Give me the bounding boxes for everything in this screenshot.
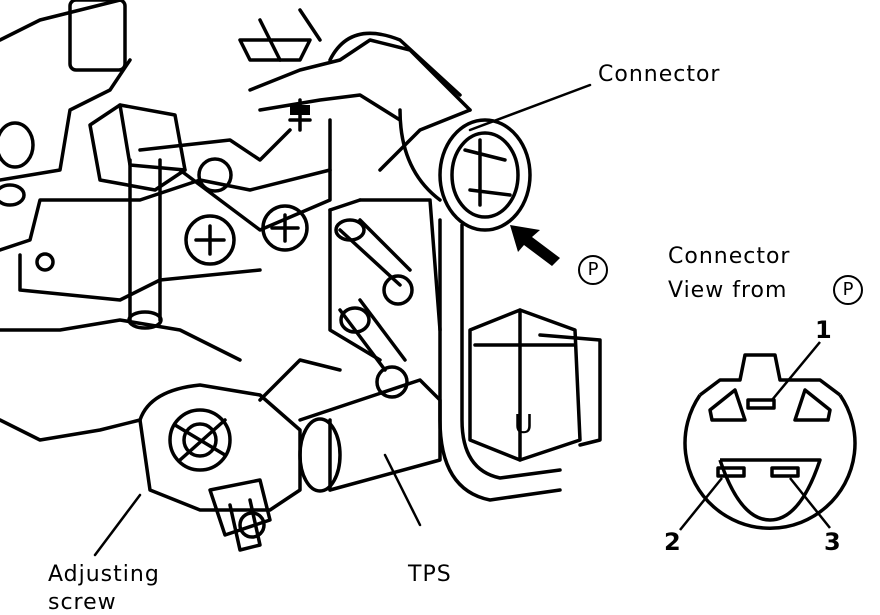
mounting-screws xyxy=(35,157,309,272)
view-p-marker: P xyxy=(833,275,863,305)
adjusting-assembly xyxy=(138,358,342,552)
view-arrow xyxy=(510,225,560,266)
engine-body xyxy=(0,0,332,442)
tps-label: TPS xyxy=(408,562,452,587)
pin-number-2: 2 xyxy=(664,528,681,556)
connector-view-title-line2: View from xyxy=(668,278,788,303)
pin2-leader xyxy=(679,477,723,531)
tps-vent xyxy=(290,105,310,115)
connector-end-view xyxy=(683,353,857,530)
pin-slot-1 xyxy=(746,398,776,410)
tps-bracket xyxy=(328,198,442,362)
p-marker: P xyxy=(578,255,608,285)
pin-number-1: 1 xyxy=(815,316,832,344)
connector-view-title-line1: Connector xyxy=(668,244,791,269)
pin-number-3: 3 xyxy=(824,528,841,556)
connector-leader xyxy=(468,83,592,132)
tps-connector-housing xyxy=(468,308,602,462)
pin3-leader xyxy=(789,477,831,529)
adjusting-screw-label-line2: screw xyxy=(48,590,117,615)
connector-label: Connector xyxy=(598,62,721,87)
tps-leader xyxy=(383,453,422,527)
pin-slot-2 xyxy=(716,466,746,478)
adjusting-screw-label-line1: Adjusting xyxy=(48,562,160,587)
pin1-leader xyxy=(771,341,821,401)
pin-slot-3 xyxy=(770,466,800,478)
connector-harness xyxy=(238,31,532,232)
tps-sensor xyxy=(298,378,442,493)
harness-cable xyxy=(438,218,562,502)
bracket-bolts xyxy=(334,218,414,399)
throttle-rod xyxy=(88,103,187,330)
adjusting-leader xyxy=(93,493,142,557)
housing-letter: U xyxy=(514,410,534,440)
